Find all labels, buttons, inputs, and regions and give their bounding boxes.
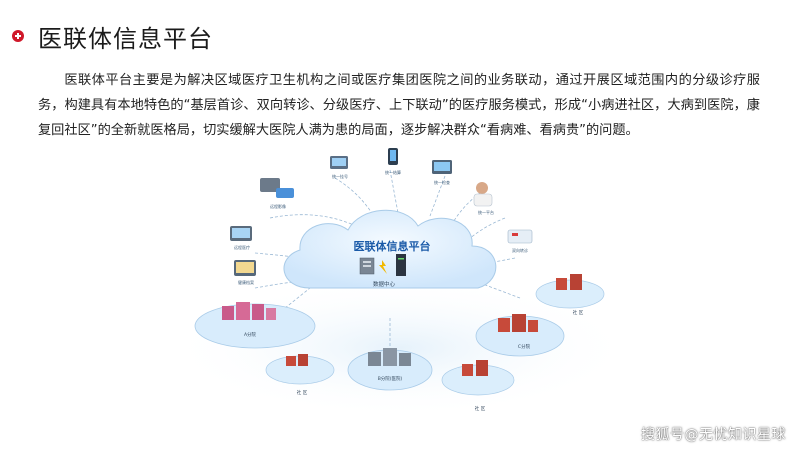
terminal-imaging: 远程影像 (260, 178, 294, 209)
service-label-platform: 统一平台 (478, 209, 494, 215)
service-label-imaging: 远程影像 (270, 203, 286, 209)
community-bottom-left: 社 区 (265, 354, 335, 396)
cloud-c: C分院 (475, 314, 565, 357)
cloud-b: B分院(医院) (347, 348, 433, 391)
cloud-b-label: B分院(医院) (378, 375, 403, 382)
community-right: 社 区 (535, 274, 605, 316)
service-label-checkup: 统一检查 (434, 179, 450, 185)
service-label-registration: 统一挂号 (332, 173, 348, 179)
plus-circle-icon (12, 30, 24, 42)
terminal-records: 健康档案 (234, 260, 256, 285)
network-diagram: 远程影像 统一挂号 统一结算 统一检查 统一平台 双向转诊 (165, 148, 635, 418)
intro-paragraph: 医联体平台主要是为解决区域医疗卫生机构之间或医疗集团医院之间的业务联动，通过开展… (38, 73, 760, 138)
watermark: 搜狐号@无忧知识星球 (641, 427, 786, 443)
terminal-registration: 统一挂号 (330, 156, 348, 179)
community-label-bottom-left: 社 区 (297, 389, 308, 396)
terminal-referral: 双向转诊 (507, 229, 533, 253)
service-label-settlement: 统一结算 (385, 169, 401, 175)
service-label-referral: 双向转诊 (512, 247, 528, 253)
cloud-c-label: C分院 (518, 343, 531, 350)
community-label-bottom-right: 社 区 (475, 405, 486, 412)
data-center-label: 数据中心 (373, 280, 396, 288)
platform-cloud: 医联体信息平台 数据中心 (283, 209, 497, 289)
page-title: 医联体信息平台 (38, 24, 213, 53)
terminal-remote: 远程医疗 (230, 226, 252, 250)
terminal-settlement: 统一结算 (385, 148, 401, 175)
community-label-right: 社 区 (573, 309, 584, 316)
community-bottom-right: 社 区 (441, 360, 515, 412)
cloud-a: A分院 (194, 302, 316, 349)
cloud-a-label: A分院 (244, 331, 257, 338)
terminal-platform: 统一平台 (473, 182, 494, 215)
service-label-remote: 远程医疗 (234, 244, 250, 250)
page-heading: 医联体信息平台 (12, 18, 213, 54)
data-center-servers (359, 254, 406, 276)
terminal-checkup: 统一检查 (432, 160, 452, 185)
platform-label: 医联体信息平台 (354, 239, 431, 253)
service-terminals: 远程影像 统一挂号 统一结算 统一检查 统一平台 双向转诊 (230, 148, 533, 285)
service-label-records: 健康档案 (238, 279, 254, 285)
